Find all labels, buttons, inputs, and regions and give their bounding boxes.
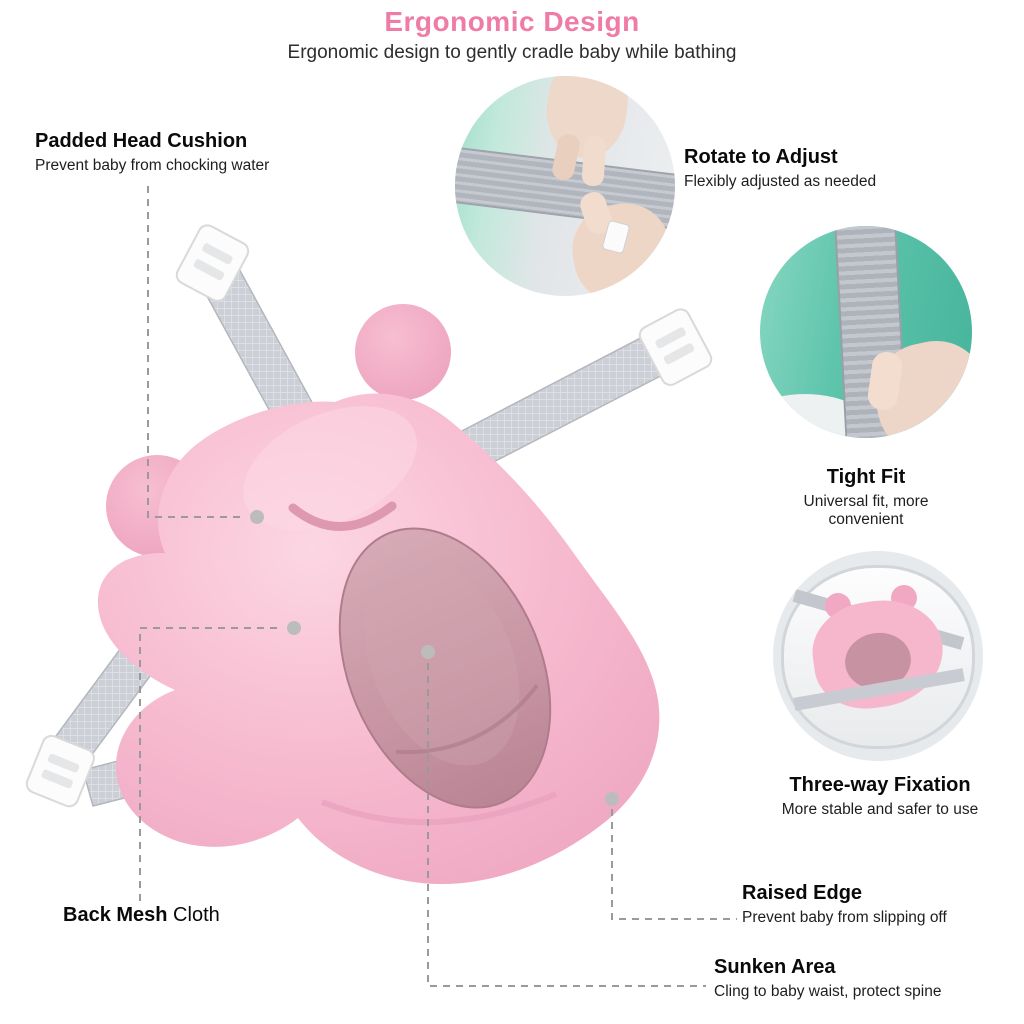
page-title: Ergonomic Design	[384, 6, 640, 37]
callout-rotate-to-adjust: Rotate to Adjust Flexibly adjusted as ne…	[684, 146, 876, 191]
sunken-area-shape	[338, 527, 552, 809]
callout-desc: Universal fit, more convenient	[803, 493, 929, 528]
finger	[581, 135, 607, 187]
callout-title-bold: Back Mesh	[63, 904, 168, 926]
leader-dot-back-mesh-icon	[287, 621, 301, 635]
strap-right	[456, 329, 676, 472]
callout-back-mesh-cloth: Back Mesh Cloth	[63, 904, 220, 927]
buckle-top-left	[175, 224, 250, 302]
inset-photo-rotate-to-adjust	[455, 76, 675, 296]
callout-raised-edge: Raised Edge Prevent baby from slipping o…	[742, 882, 947, 927]
buckle-right	[638, 308, 713, 386]
leader-dot-sunken-area-icon	[421, 645, 435, 659]
bottom-crease	[320, 791, 558, 826]
leader-dot-raised-edge-icon	[605, 792, 619, 806]
buckle-lower-left	[25, 734, 95, 808]
callout-desc: Prevent baby from chocking water	[35, 157, 270, 174]
callout-title-regular: Cloth	[167, 904, 220, 926]
head-cushion-crease	[288, 501, 397, 531]
leader-raised-edge	[611, 809, 737, 920]
callout-title: Tight Fit	[826, 466, 906, 488]
callout-desc: More stable and safer to use	[781, 801, 979, 818]
leader-dots	[250, 510, 619, 806]
callout-padded-head-cushion: Padded Head Cushion Prevent baby from ch…	[35, 130, 269, 175]
leader-sunken-area	[427, 663, 706, 987]
inset-photo-tight-fit	[760, 226, 972, 438]
head-highlight	[243, 406, 417, 530]
callout-title: Three-way Fixation	[789, 774, 971, 796]
buckles	[25, 224, 713, 808]
callout-three-way-fixation: Three-way Fixation More stable and safer…	[755, 774, 1005, 819]
callout-desc: Cling to baby waist, protect spine	[714, 983, 942, 1000]
inset-photo-three-way-fixation	[773, 551, 983, 761]
callout-title: Sunken Area	[714, 956, 836, 978]
callout-desc: Flexibly adjusted as needed	[684, 173, 877, 190]
leader-lines	[139, 186, 737, 987]
leader-padded-head	[147, 186, 246, 518]
callout-sunken-area: Sunken Area Cling to baby waist, protect…	[714, 956, 941, 1001]
bear-ear-right	[355, 304, 451, 400]
callout-desc: Prevent baby from slipping off	[742, 909, 947, 926]
leader-back-mesh	[139, 627, 282, 901]
page-subtitle: Ergonomic design to gently cradle baby w…	[287, 42, 737, 63]
leader-dot-padded-head-icon	[250, 510, 264, 524]
callout-title: Rotate to Adjust	[684, 146, 838, 168]
callout-title: Raised Edge	[742, 882, 863, 904]
callout-title: Padded Head Cushion	[35, 130, 248, 152]
callout-tight-fit: Tight Fit Universal fit, more convenient	[776, 466, 956, 529]
